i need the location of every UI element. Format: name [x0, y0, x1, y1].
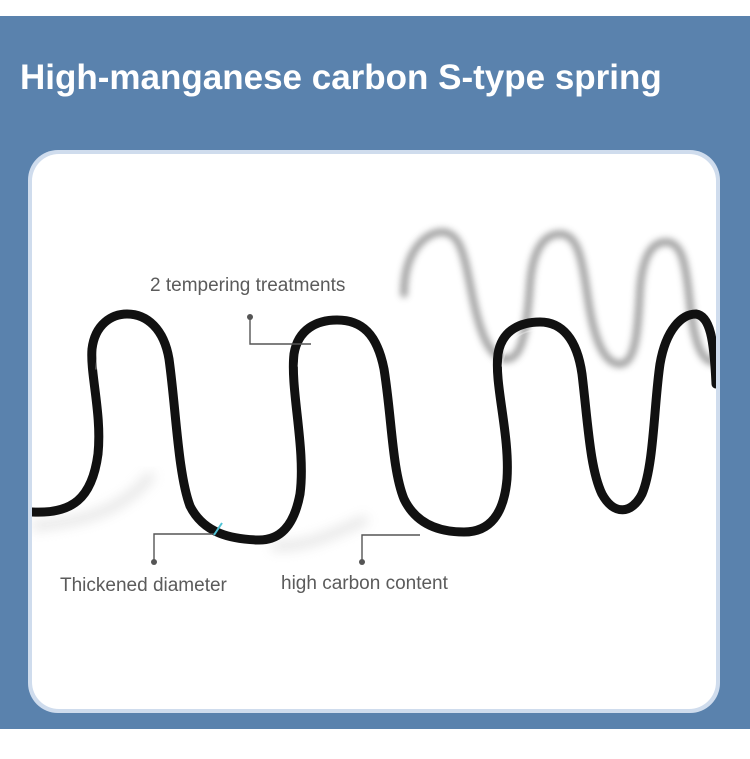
spring-photo: 2 tempering treatments Thickened diamete… — [32, 154, 716, 709]
callout-line-tempering — [247, 314, 311, 345]
callout-line-carbon — [359, 534, 420, 565]
spring-shadow — [32, 471, 369, 551]
callout-diameter-label: Thickened diameter — [60, 575, 227, 596]
callout-line-diameter — [151, 522, 223, 565]
photo-frame: 2 tempering treatments Thickened diamete… — [28, 150, 720, 713]
spring-illustration — [32, 228, 716, 565]
spring-highlight — [95, 320, 541, 370]
callout-tempering-label: 2 tempering treatments — [150, 275, 346, 296]
blurred-background-spring — [400, 228, 716, 368]
callout-carbon-label: high carbon content — [281, 573, 448, 594]
blue-panel: High-manganese carbon S-type spring — [0, 16, 750, 729]
main-s-spring — [32, 309, 716, 545]
page-title: High-manganese carbon S-type spring — [20, 58, 662, 97]
